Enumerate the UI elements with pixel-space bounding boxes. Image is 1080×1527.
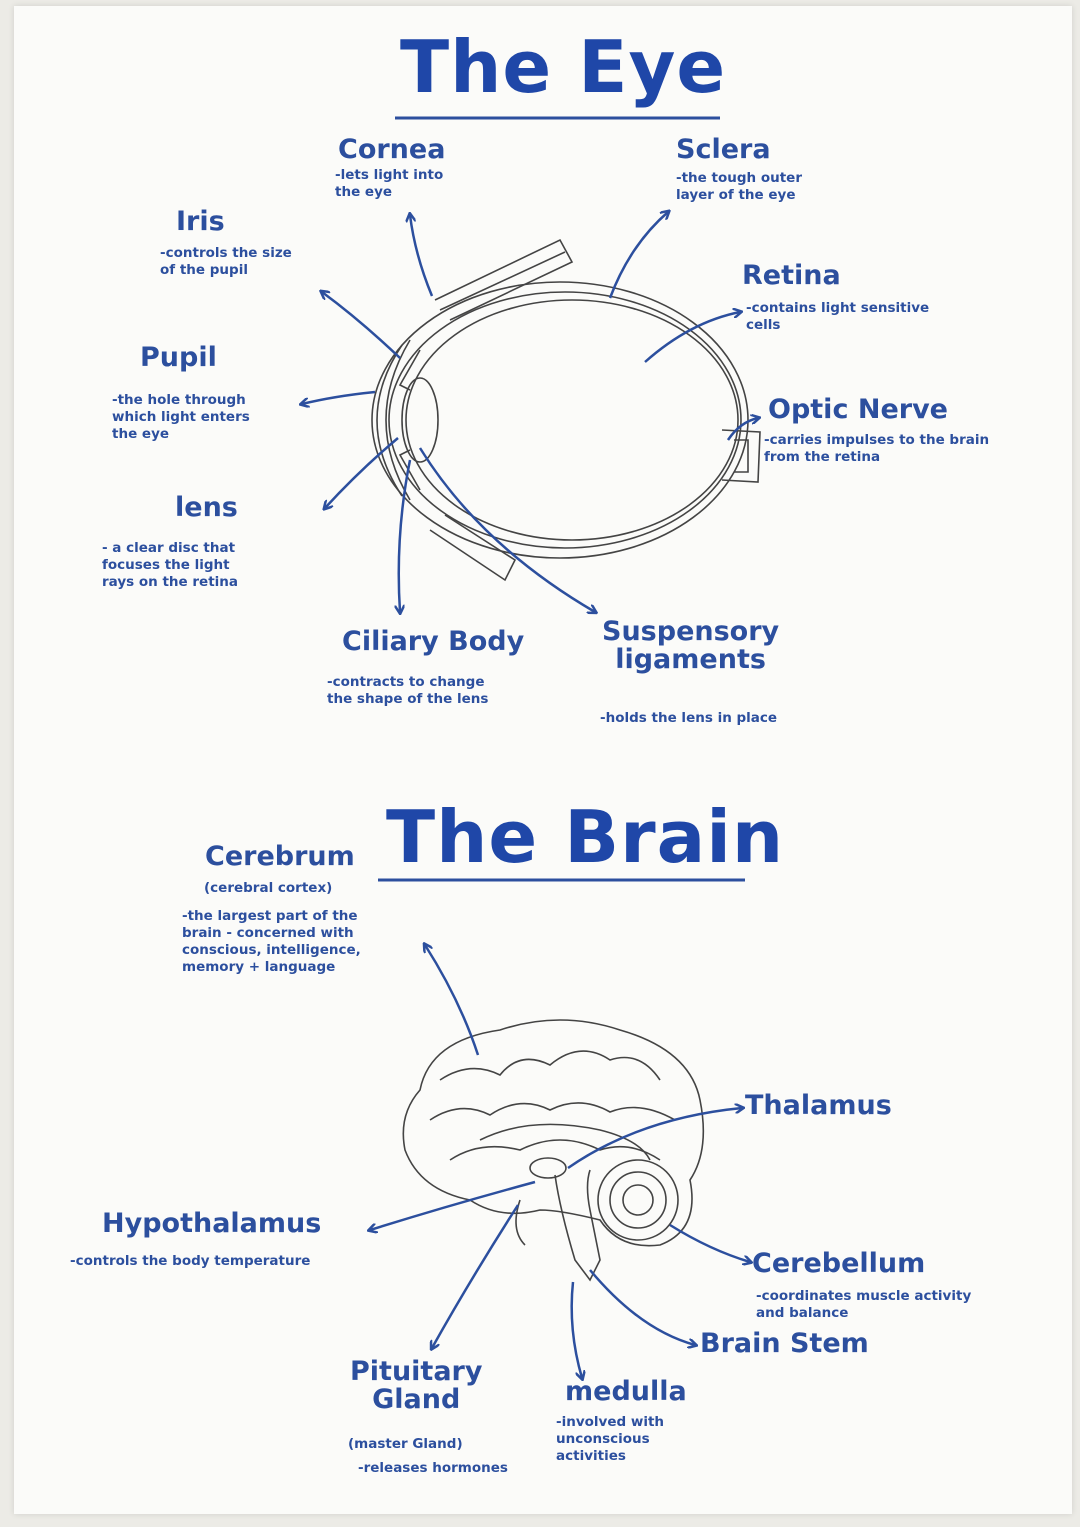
cerebellum-label: Cerebellum bbox=[752, 1248, 926, 1279]
thalamus-arrow bbox=[567, 1108, 742, 1170]
retina-desc: -contains light sensitive cells bbox=[746, 300, 930, 333]
optic-nerve-desc: -carries impulses to the brain from the … bbox=[764, 432, 990, 465]
suspensory-label: Suspensory ligaments bbox=[602, 616, 780, 676]
sclera-desc: -the tough outer layer of the eye bbox=[676, 170, 802, 203]
note-sheet bbox=[14, 6, 1072, 1514]
thalamus-label: Thalamus bbox=[745, 1090, 892, 1121]
iris-label: Iris bbox=[176, 206, 225, 237]
brainstem-label: Brain Stem bbox=[700, 1328, 869, 1359]
pituitary-arrow bbox=[432, 1204, 520, 1348]
pupil-label: Pupil bbox=[140, 342, 217, 373]
cerebrum-arrow bbox=[425, 945, 480, 1056]
eye-title: The Eye bbox=[400, 25, 727, 109]
hypothalamus-desc: -controls the body temperature bbox=[70, 1253, 311, 1269]
ciliary-body-arrow bbox=[399, 459, 412, 612]
hypothalamus-arrow bbox=[370, 1180, 536, 1230]
brain-illustration bbox=[402, 1019, 705, 1282]
pupil-arrow bbox=[302, 390, 376, 404]
medulla-label: medulla bbox=[565, 1376, 687, 1407]
cerebellum-desc: -coordinates muscle activity and balance bbox=[756, 1288, 972, 1321]
ciliary-body-label: Ciliary Body bbox=[342, 626, 525, 657]
optic-nerve-label: Optic Nerve bbox=[768, 394, 948, 425]
cerebellum-arrow bbox=[669, 1223, 750, 1262]
cerebrum-sub: (cerebral cortex) bbox=[204, 880, 333, 896]
lens-desc: - a clear disc that focuses the light ra… bbox=[102, 540, 239, 590]
retina-arrow bbox=[644, 312, 740, 363]
cornea-label: Cornea bbox=[338, 134, 446, 165]
sclera-label: Sclera bbox=[676, 134, 771, 165]
brainstem-arrow bbox=[589, 1269, 695, 1345]
cornea-desc: -lets light into the eye bbox=[335, 167, 444, 200]
eye-illustration bbox=[371, 238, 761, 582]
cerebrum-desc: -the largest part of the brain - concern… bbox=[182, 908, 361, 975]
pituitary-desc: -releases hormones bbox=[358, 1460, 508, 1476]
brain-title: The Brain bbox=[386, 795, 785, 879]
pupil-desc: -the hole through which light enters the… bbox=[112, 392, 250, 442]
suspensory-arrow bbox=[418, 447, 595, 612]
pituitary-label: Pituitary Gland bbox=[350, 1356, 483, 1416]
medulla-arrow bbox=[570, 1281, 582, 1378]
sclera-arrow bbox=[608, 212, 668, 299]
cerebrum-label: Cerebrum bbox=[205, 841, 355, 872]
retina-label: Retina bbox=[742, 260, 841, 291]
hypothalamus-label: Hypothalamus bbox=[102, 1208, 322, 1239]
iris-arrow bbox=[322, 292, 401, 359]
medulla-desc: -involved with unconscious activities bbox=[556, 1414, 665, 1464]
lens-arrow bbox=[325, 437, 399, 508]
ciliary-body-desc: -contracts to change the shape of the le… bbox=[327, 674, 489, 707]
cornea-arrow bbox=[410, 215, 434, 297]
lens-label: lens bbox=[175, 492, 238, 523]
suspensory-desc: -holds the lens in place bbox=[600, 710, 778, 726]
pituitary-sub: (master Gland) bbox=[348, 1436, 463, 1452]
iris-desc: -controls the size of the pupil bbox=[160, 245, 292, 278]
optic-nerve-arrow bbox=[726, 418, 758, 441]
